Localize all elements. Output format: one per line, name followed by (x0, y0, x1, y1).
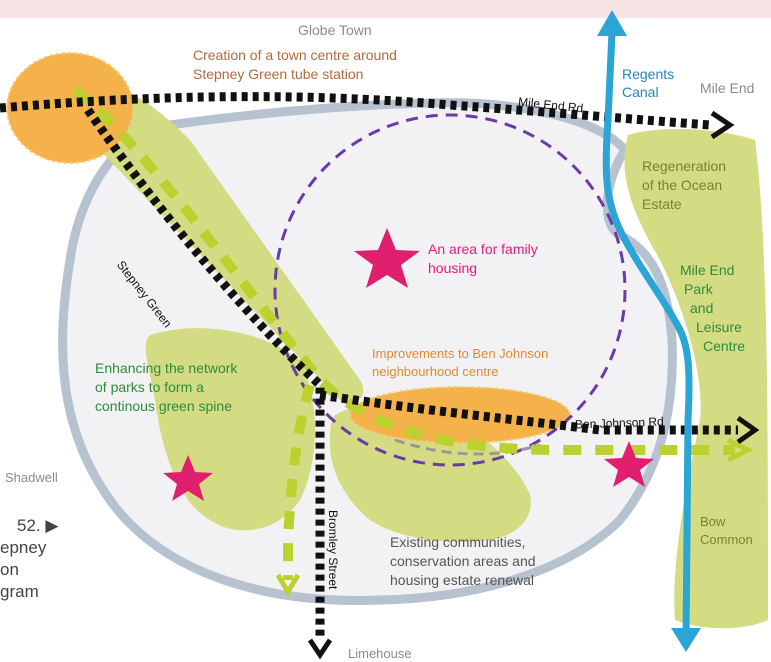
road-arrow-bromley (307, 638, 333, 660)
annotation-ben-johnson-line2: neighbourhood centre (372, 364, 499, 379)
place-label-limehouse: Limehouse (348, 646, 412, 661)
annotation-mile-end-park-line5: Centre (703, 338, 746, 354)
place-label-mile-end: Mile End (700, 80, 755, 96)
caption-line3: gram (0, 582, 39, 601)
place-label-bow: Bow (700, 514, 726, 529)
annotation-family-housing-line2: housing (428, 260, 478, 276)
annotation-parks-line1: Enhancing the network (95, 360, 238, 376)
annotation-mile-end-park-line3: and (690, 300, 714, 316)
regents-canal (602, 31, 693, 641)
annotation-mile-end-park-line1: Mile End (680, 262, 735, 278)
annotation-town-centre-line2: Stepney Green tube station (193, 66, 364, 82)
annotation-town-centre-line1: Creation of a town centre around (193, 47, 397, 63)
annotation-mile-end-park-line2: Park (684, 281, 713, 297)
top-band (0, 0, 771, 18)
road-label-bromley-street: Bromley Street (326, 510, 340, 590)
star-family-housing (354, 228, 420, 288)
canal-arrow-north (597, 10, 627, 36)
annotation-communities-line3: housing estate renewal (390, 572, 534, 588)
green-arrowhead-south (275, 573, 301, 597)
canal-label-regents: Regents (622, 66, 675, 82)
family-housing-circle (273, 113, 627, 467)
annotation-communities-line1: Existing communities, (390, 534, 526, 550)
place-label-shadwell: Shadwell (5, 470, 58, 485)
caption-line1: epney (0, 538, 47, 557)
annotation-ocean-line1: Regeneration (642, 158, 727, 174)
dotted-roads (0, 92, 738, 640)
annotation-ocean-line2: of the Ocean (642, 177, 723, 193)
road-arrow-mile-end (710, 110, 735, 140)
annotation-parks-line2: of parks to form a (95, 379, 204, 395)
grey-dashed-arc (394, 438, 541, 456)
green-dashed-routes (71, 86, 735, 580)
annotation-ocean-line3: Estate (642, 196, 682, 212)
annotation-ben-johnson-line1: Improvements to Ben Johnson (372, 346, 549, 361)
road-arrow-ben-johnson (736, 415, 760, 445)
annotation-mile-end-park-line4: Leisure (696, 319, 742, 335)
green-arrowhead-east (726, 437, 754, 463)
stepney-green-town-centre (6, 52, 134, 164)
ben-johnson-centre (349, 386, 571, 444)
star-east (604, 441, 654, 487)
place-label-globe-town: Globe Town (298, 22, 372, 38)
mile-end-park-area (624, 128, 768, 629)
canal-label-canal: Canal (622, 84, 659, 100)
place-label-common: Common (700, 532, 753, 547)
canal-arrow-south (671, 628, 701, 652)
annotation-family-housing-line1: An area for family (428, 241, 538, 257)
annotation-communities-line2: conservation areas and (390, 553, 536, 569)
star-west (163, 455, 213, 501)
figure-number: 52. ▶ (17, 516, 59, 535)
caption-line2: on (0, 560, 19, 579)
annotation-parks-line3: continous green spine (95, 398, 232, 414)
